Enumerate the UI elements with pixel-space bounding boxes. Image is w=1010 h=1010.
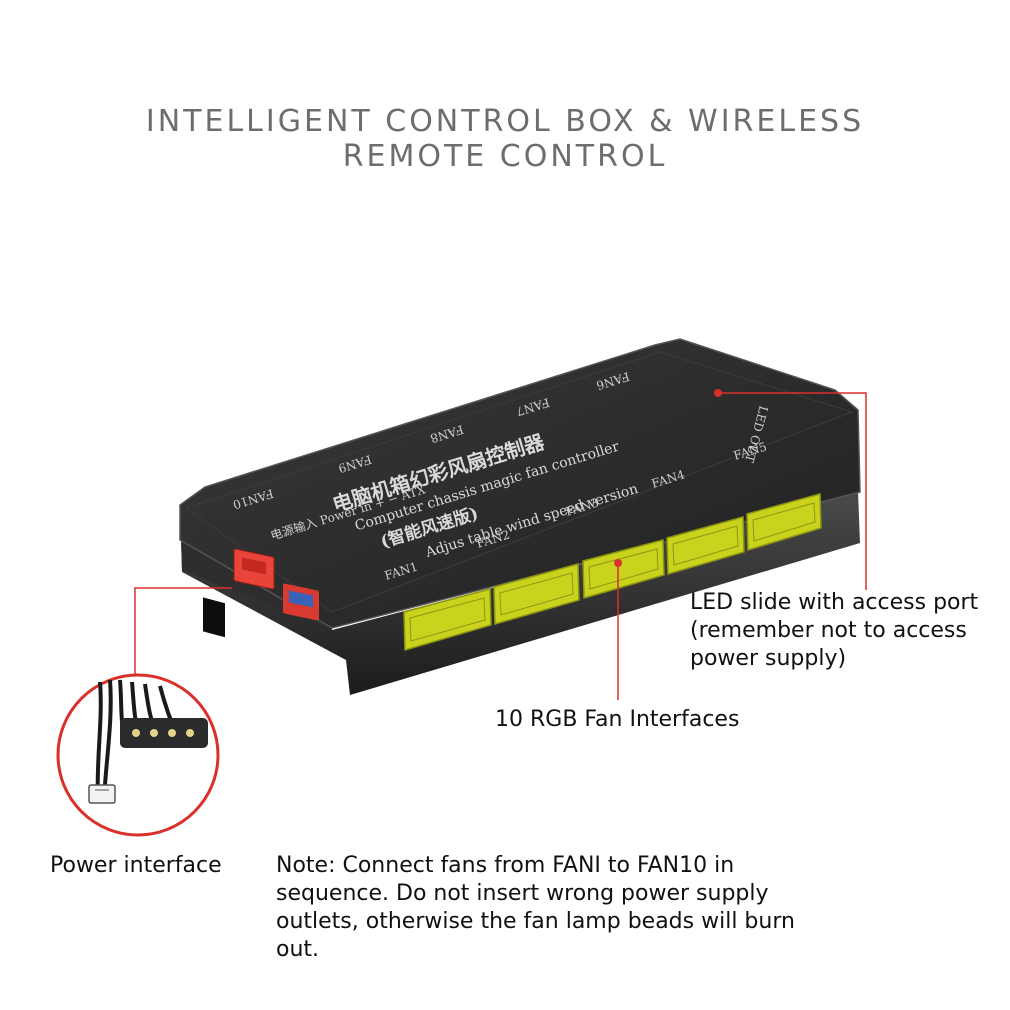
note-text: Note: Connect fans from FANI to FAN10 in… xyxy=(276,853,795,962)
power-callout-line xyxy=(134,587,232,686)
power-cable-zoom xyxy=(56,673,220,837)
page-title-line-1: INTELLIGENT CONTROL BOX & WIRELESS xyxy=(145,104,865,139)
power-socket-black xyxy=(203,597,225,638)
led-callout-label: LED slide with access port (remember not… xyxy=(690,590,979,671)
fan-connector-5 xyxy=(746,493,822,552)
led-callout-line xyxy=(718,392,867,590)
page-title-line-2: REMOTE CONTROL xyxy=(342,139,668,174)
fan-connector-2 xyxy=(493,563,580,625)
fan-interfaces-label: 10 RGB Fan Interfaces xyxy=(495,707,740,732)
fan-connector-1 xyxy=(403,588,492,651)
fan-connector-3 xyxy=(582,539,665,599)
power-interface-label: Power interface xyxy=(50,853,222,878)
fan-connector-4 xyxy=(666,516,745,575)
